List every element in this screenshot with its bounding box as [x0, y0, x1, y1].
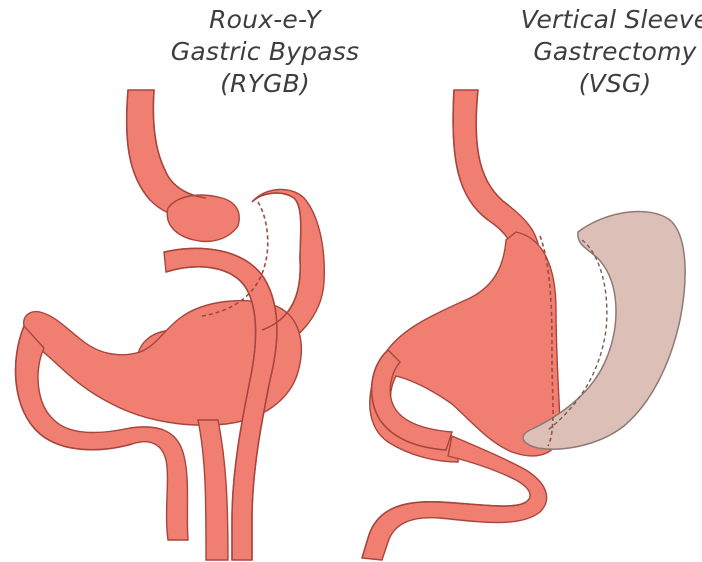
rygb-anatomy — [16, 90, 325, 560]
vsg-anatomy — [362, 90, 685, 560]
rygb-jejunum — [198, 420, 228, 560]
rygb-gastric-pouch — [167, 195, 239, 241]
